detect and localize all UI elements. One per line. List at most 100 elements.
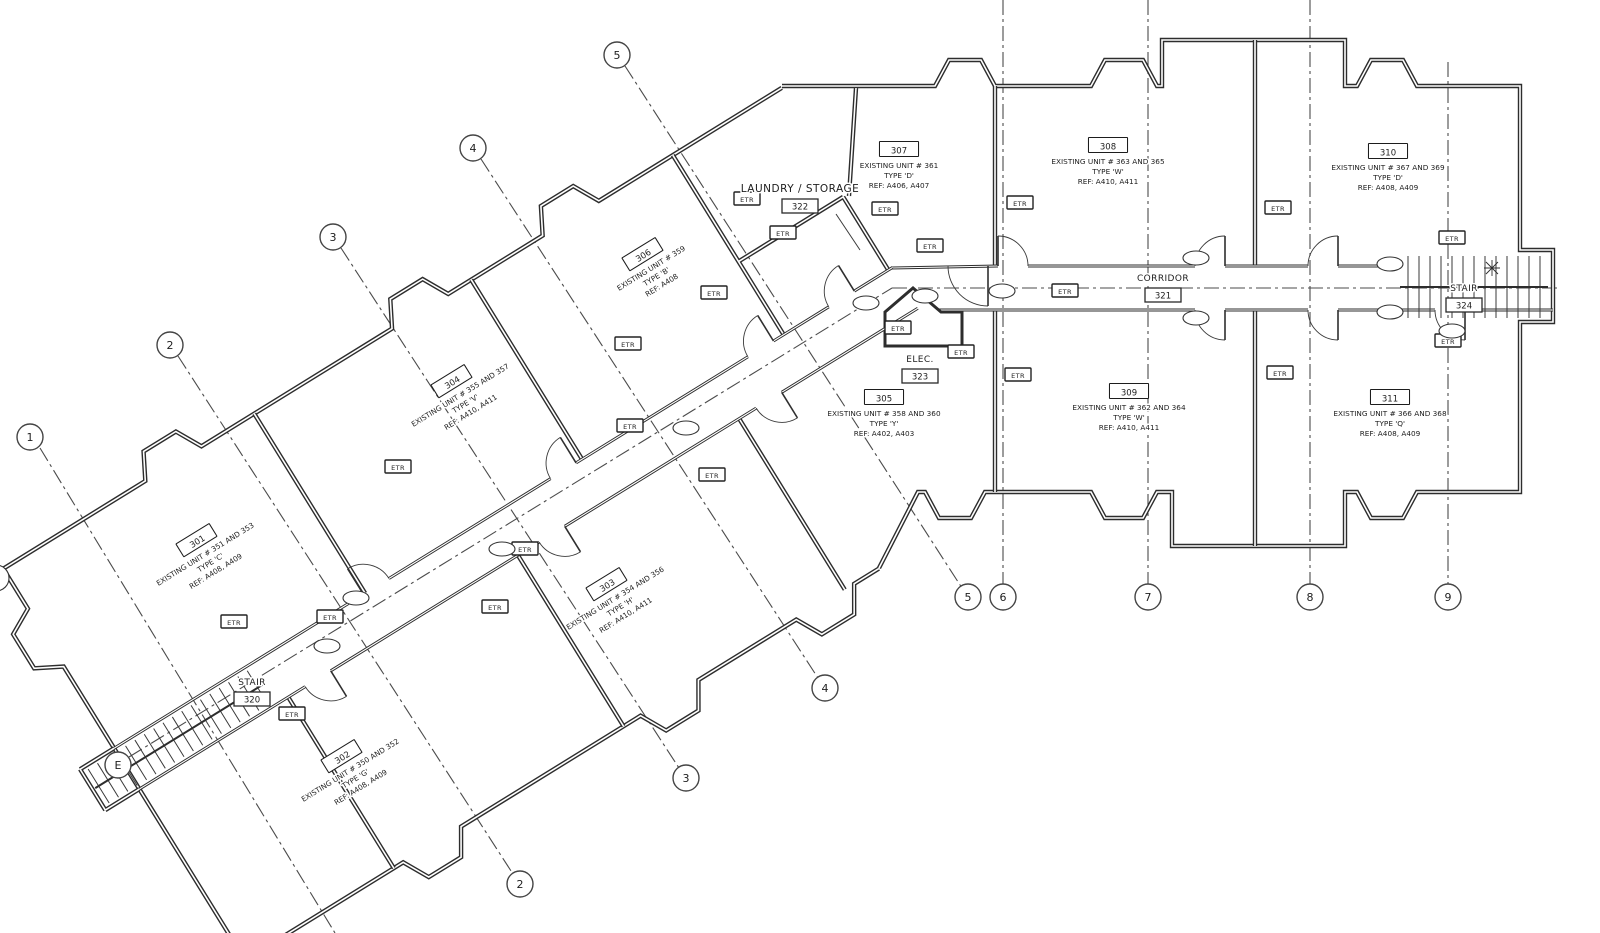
room-ref-text: REF: A408, A409	[1358, 183, 1419, 192]
room-unit-text: EXISTING UNIT # 367 AND 369	[1331, 163, 1445, 172]
grid-lines	[39, 0, 1560, 933]
etr-tag-label: ETR	[954, 349, 968, 357]
etr-tag: ETR	[1004, 367, 1032, 382]
door-tag-oval	[1182, 250, 1210, 266]
grid-bubble-label: 5	[614, 49, 621, 62]
grid-bubble-9: 9	[1434, 583, 1462, 611]
etr-tag: ETR	[1051, 283, 1079, 298]
etr-tag-label: ETR	[1445, 235, 1459, 243]
grid-bubble-label: 1	[27, 431, 34, 444]
door-tag-oval	[911, 288, 939, 304]
keynote-tags: ETR ETR ETR ETR ETR ETR ETR ETR ETR ETR ETR ETR ETR E…	[0, 191, 1466, 721]
grid-bubble-5: 5	[954, 583, 982, 611]
door-leaf	[559, 436, 577, 464]
etr-tag: ETR	[916, 238, 944, 253]
etr-tag: ETR	[384, 459, 412, 474]
grid-bubble-label: 5	[965, 591, 972, 604]
grid-bubble-label: 4	[470, 142, 477, 155]
grid-bubble-5: 5	[603, 41, 631, 69]
etr-tag-label: ETR	[776, 230, 790, 238]
etr-tag: ETR	[481, 599, 509, 614]
corridor-label-text: CORRIDOR	[1137, 274, 1189, 284]
grid-bubble-1: 1	[16, 423, 44, 451]
etr-tag: ETR	[884, 320, 912, 335]
room-unit-text: EXISTING UNIT # 361	[860, 161, 939, 170]
etr-tag-label: ETR	[707, 290, 721, 298]
grid-line	[128, 287, 893, 758]
room-type-text: TYPE 'D'	[883, 171, 914, 180]
door-tag-oval	[1376, 304, 1404, 320]
etr-tag-label: ETR	[740, 196, 754, 204]
door-tag-oval	[313, 638, 341, 654]
left-wing	[0, 86, 919, 933]
laundry-storage-label-number: 322	[792, 203, 808, 213]
elec-label-number: 323	[912, 373, 928, 383]
grid-bubble-3: 3	[672, 764, 700, 792]
door-tag-oval	[342, 590, 370, 606]
etr-tag-label: ETR	[1013, 200, 1027, 208]
etr-tag: ETR	[220, 614, 248, 629]
stair-320-label-number: 320	[244, 696, 260, 706]
grid-bubble-E: E	[104, 751, 132, 779]
room-ref-text: REF: A410, A411	[1099, 423, 1160, 432]
etr-tag-label: ETR	[1011, 372, 1025, 380]
grid-bubble-7: 7	[1134, 583, 1162, 611]
corridor-label-number: 321	[1155, 292, 1171, 302]
room-type-text: TYPE 'Y'	[869, 419, 899, 428]
grid-bubble-label: 2	[167, 339, 174, 352]
room-unit-text: EXISTING UNIT # 363 AND 365	[1051, 157, 1164, 166]
etr-tag: ETR	[511, 541, 539, 556]
door-leaf	[757, 315, 775, 342]
stair-320-label-text: STAIR	[238, 678, 266, 688]
etr-tag-label: ETR	[621, 341, 635, 349]
etr-tag: ETR	[769, 225, 797, 240]
etr-tag: ETR	[733, 191, 761, 206]
etr-tag: ETR	[1266, 365, 1294, 380]
door-arc	[545, 436, 561, 479]
door-arc	[947, 265, 989, 307]
door-arc	[755, 407, 798, 423]
grid-bubble-2: 2	[156, 331, 184, 359]
etr-tag-label: ETR	[1271, 205, 1285, 213]
etr-tag: ETR	[614, 336, 642, 351]
room-unit-text: EXISTING UNIT # 366 AND 368	[1333, 409, 1447, 418]
door-arc	[823, 265, 839, 308]
door-tag-oval	[488, 541, 516, 557]
room-number: 310	[1380, 149, 1396, 159]
door-tag-oval	[1182, 310, 1210, 326]
door-arc	[1307, 235, 1339, 267]
grid-bubble-4: 4	[459, 134, 487, 162]
door-arc	[538, 541, 581, 557]
room-ref-text: REF: A406, A407	[869, 181, 930, 190]
etr-tag-label: ETR	[518, 546, 532, 554]
door-tag-oval	[1376, 256, 1404, 272]
door-arc	[1307, 309, 1339, 341]
door-tag-oval	[852, 295, 880, 311]
door-tag-oval	[988, 283, 1016, 299]
laundry-leader-line	[835, 213, 861, 251]
corridor-label: CORRIDOR 321	[1136, 273, 1191, 304]
room-number: 307	[891, 147, 907, 157]
etr-tag-label: ETR	[285, 711, 299, 719]
etr-tag: ETR	[698, 467, 726, 482]
etr-tag: ETR	[616, 418, 644, 433]
left-wing-interior-walls	[78, 154, 891, 870]
room-number: 309	[1121, 389, 1137, 399]
grid-line	[39, 447, 336, 933]
grid-bubble-8: 8	[1296, 583, 1324, 611]
stair-320-label: STAIR 320	[233, 677, 271, 707]
room-type-text: TYPE 'W'	[1091, 167, 1123, 176]
grid-line	[177, 355, 514, 875]
door-arc	[997, 235, 1029, 267]
door-arc	[304, 686, 347, 702]
